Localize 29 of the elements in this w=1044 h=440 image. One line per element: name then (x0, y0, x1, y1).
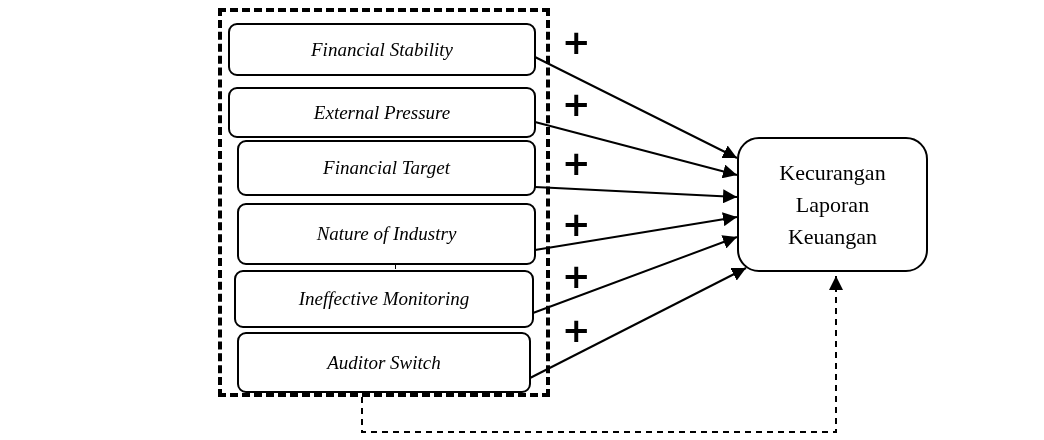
arrow (529, 267, 747, 379)
connector-line (395, 263, 396, 270)
rounded-box (234, 270, 534, 328)
edge-label: + (562, 259, 591, 293)
edge-label: + (562, 87, 591, 121)
edge-label: + (562, 25, 591, 59)
arrow (532, 235, 738, 314)
box-text: Nature of Industry (316, 222, 457, 246)
dashed-arrow (361, 275, 843, 433)
arrow (534, 186, 738, 204)
box-text: External Pressure (313, 100, 451, 125)
arrow (534, 212, 738, 251)
dashed-group-box (218, 8, 550, 397)
rounded-box (237, 332, 531, 393)
rounded-box (237, 140, 536, 196)
rounded-box (228, 23, 536, 76)
rounded-box (737, 137, 928, 272)
box-text: Ineffective Monitoring (298, 287, 470, 311)
rounded-box (237, 203, 536, 265)
edge-label: + (562, 207, 591, 241)
edge-label: + (562, 313, 591, 347)
arrow (534, 121, 738, 179)
box-text: Kecurangan Laporan Keuangan (778, 158, 887, 251)
rounded-box (228, 87, 536, 138)
box-text: Financial Target (323, 156, 450, 180)
edge-label: + (562, 146, 591, 180)
arrow (534, 56, 738, 159)
box-text: Financial Stability (311, 37, 453, 62)
box-text: Auditor Switch (327, 350, 441, 375)
